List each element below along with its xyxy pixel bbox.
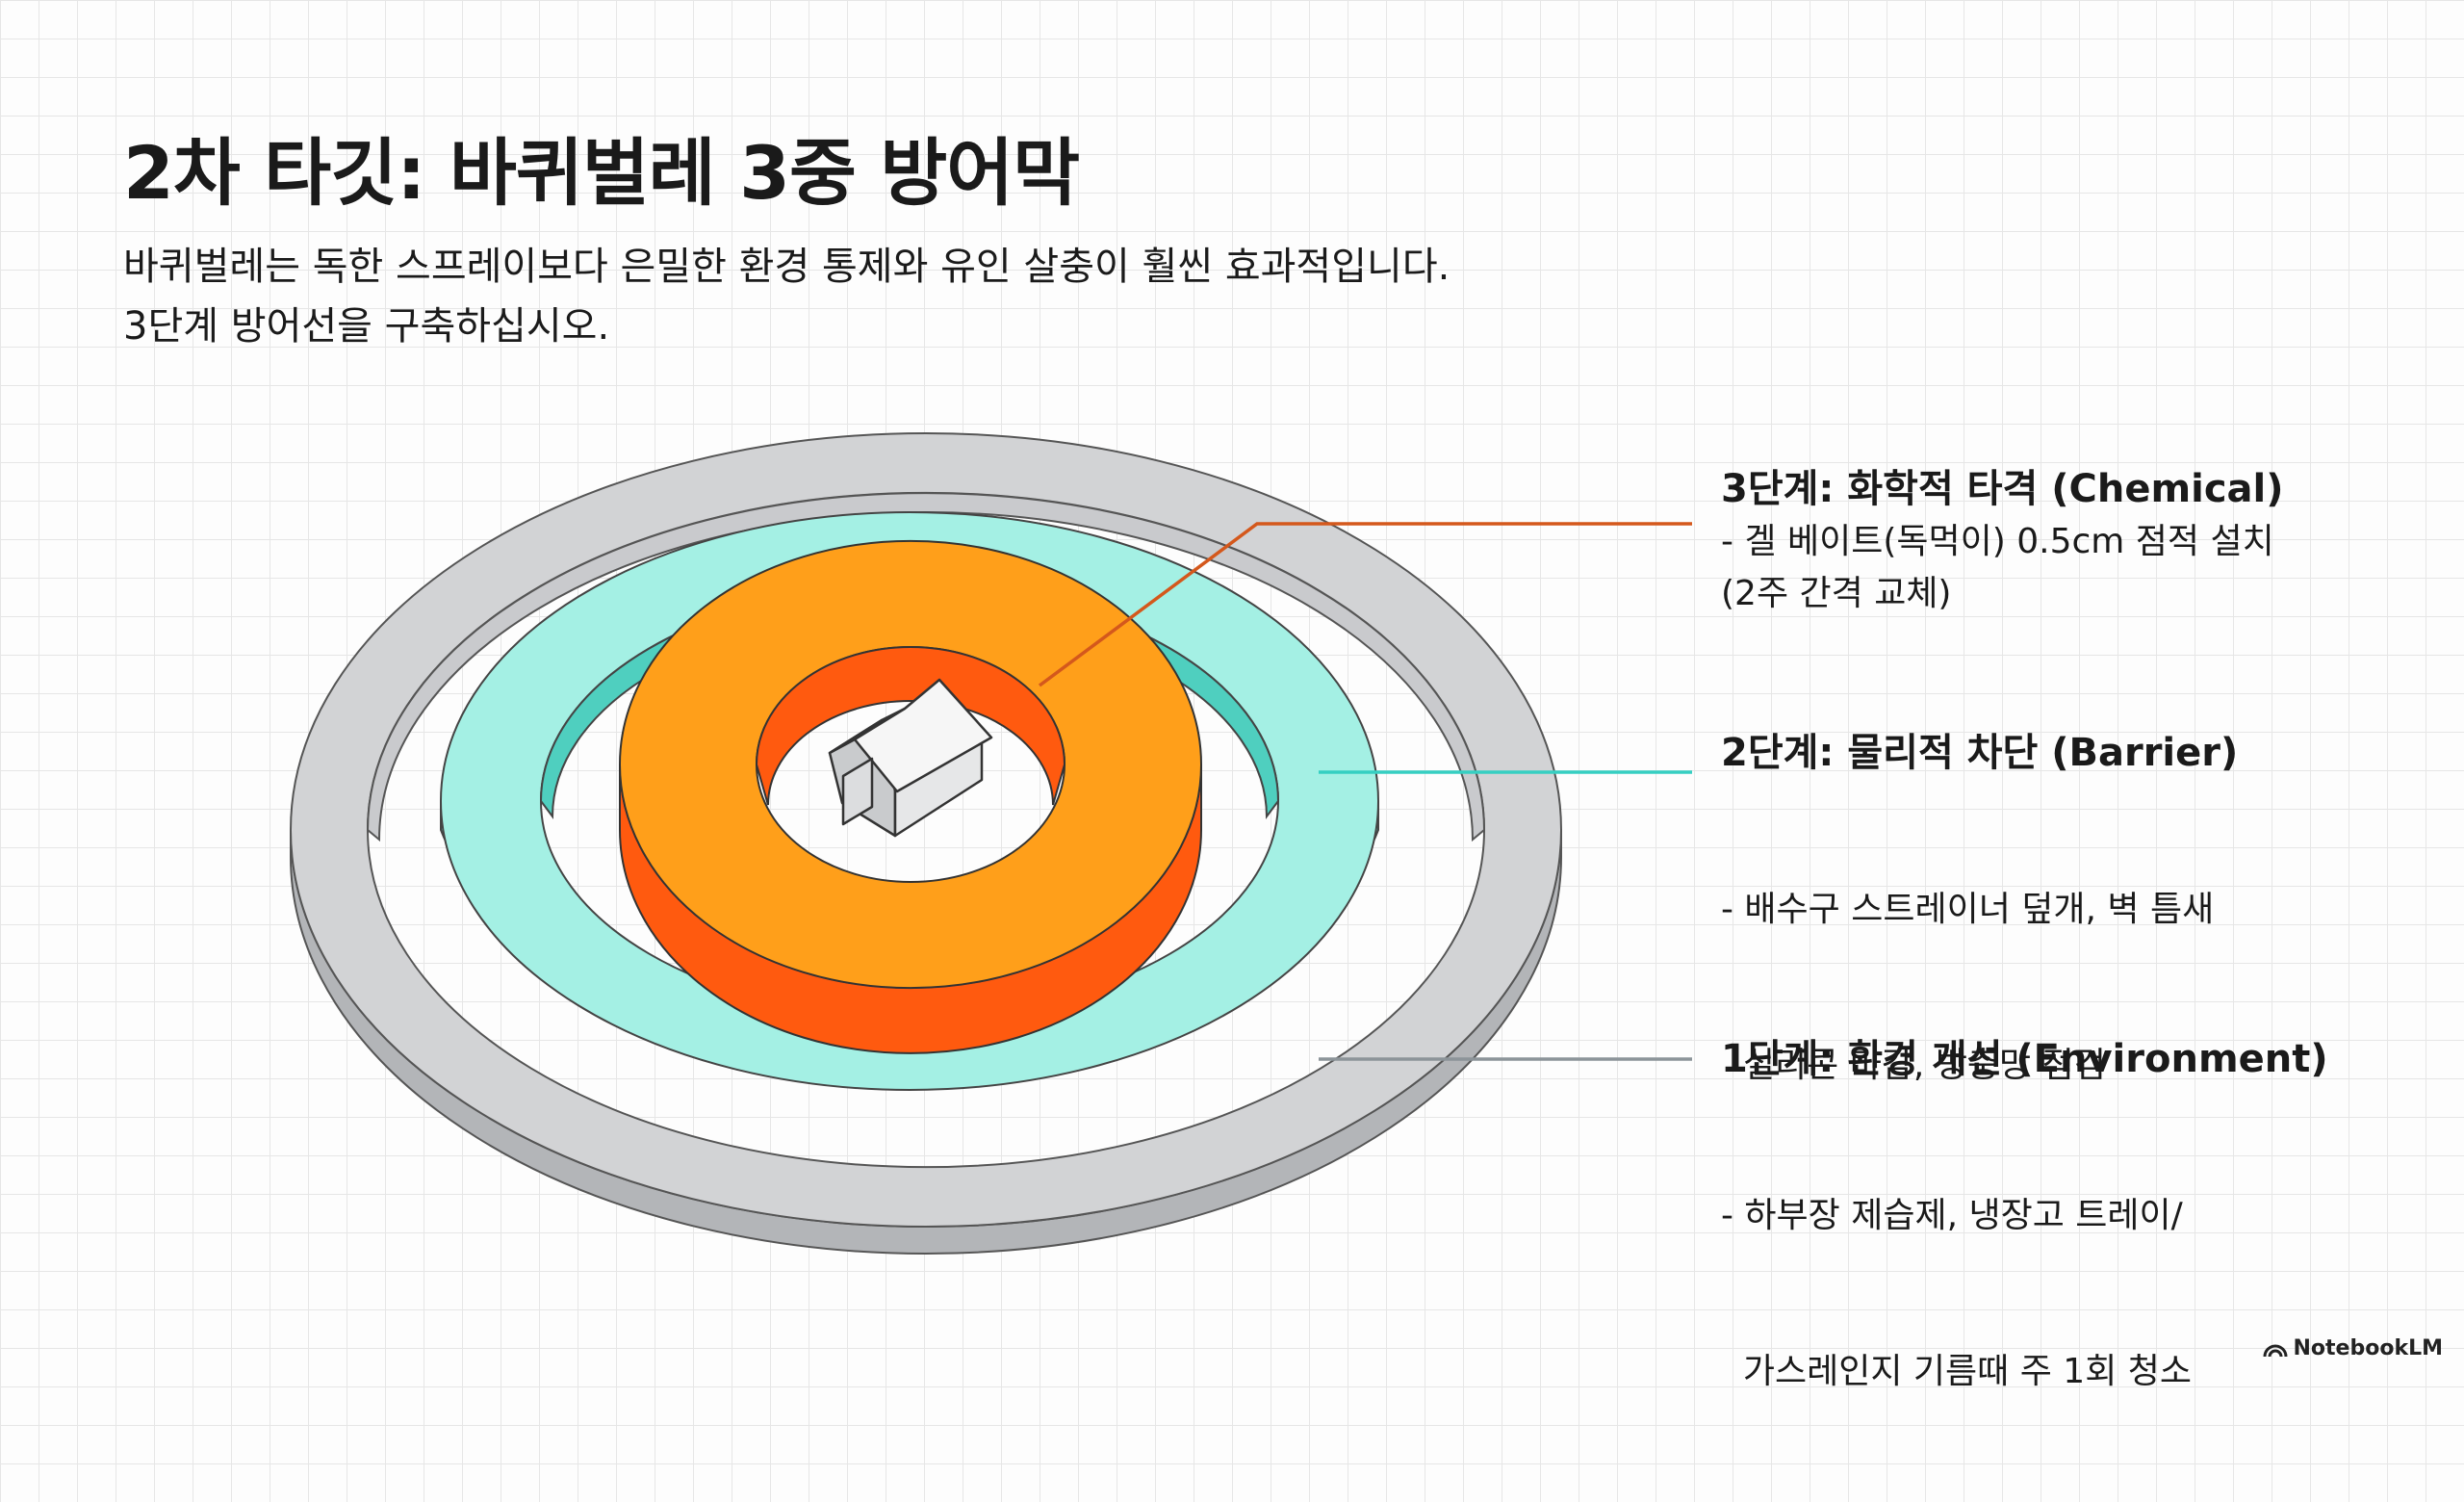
stage-3-description: - 겔 베이트(독먹이) 0.5cm 점적 설치 (2주 간격 교체) — [1721, 516, 2433, 620]
defense-ring-diagram — [289, 432, 1692, 1255]
subtitle-line-1: 바퀴벌레는 독한 스프레이보다 은밀한 환경 통제와 유인 살충이 훨씬 효과적… — [123, 245, 1450, 289]
ring-chemical-inner-wall — [755, 646, 1066, 806]
stage-2-description: - 배수구 스트레이너 덮개, 벽 틈새 실리콘 마감, 방충망 점검 — [1721, 780, 2433, 1196]
stage-1-callout: 1단계: 환경 개선 (Environment) - 하부장 제습제, 냉장고 … — [1721, 1032, 2433, 1502]
stage-1-title: 1단계: 환경 개선 (Environment) — [1721, 1037, 2328, 1081]
subtitle-line-2: 3단계 방어선을 구축하십시오. — [123, 304, 610, 349]
stage-3-line-2: (2주 간격 교체) — [1721, 574, 1952, 613]
house-icon — [828, 678, 993, 838]
stage-3-line-1: - 겔 베이트(독먹이) 0.5cm 점적 설치 — [1721, 522, 2274, 561]
ring-environment-inner-wall — [366, 492, 1486, 842]
stage-1-description: - 하부장 제습제, 냉장고 트레이/ 가스레인지 기름때 주 1회 청소 — [1721, 1086, 2433, 1502]
leader-line-chemical — [1038, 522, 1692, 687]
stage-3-callout: 3단계: 화학적 타격 (Chemical) - 겔 베이트(독먹이) 0.5c… — [1721, 462, 2433, 620]
ring-environment — [289, 432, 1563, 1255]
page-subtitle: 바퀴벌레는 독한 스프레이보다 은밀한 환경 통제와 유인 살충이 훨씬 효과적… — [123, 237, 1759, 356]
stage-1-line-1: - 하부장 제습제, 냉장고 트레이/ — [1721, 1196, 2183, 1235]
notebooklm-logo: NotebookLM — [2263, 1336, 2443, 1360]
stage-2-line-1: - 배수구 스트레이너 덮개, 벽 틈새 — [1721, 890, 2215, 929]
stage-2-line-2: 실리콘 마감, 방충망 점검 — [1721, 1046, 2106, 1085]
notebooklm-logo-text: NotebookLM — [2293, 1336, 2443, 1360]
notebooklm-logo-icon — [2263, 1344, 2288, 1357]
ring-chemical — [618, 540, 1203, 1054]
stage-2-callout: 2단계: 물리적 차단 (Barrier) - 배수구 스트레이너 덮개, 벽 … — [1721, 726, 2433, 1196]
page-title: 2차 타깃: 바퀴벌레 3중 방어막 — [123, 130, 1080, 216]
stage-3-title: 3단계: 화학적 타격 (Chemical) — [1721, 467, 2284, 511]
stage-2-title: 2단계: 물리적 차단 (Barrier) — [1721, 731, 2239, 775]
